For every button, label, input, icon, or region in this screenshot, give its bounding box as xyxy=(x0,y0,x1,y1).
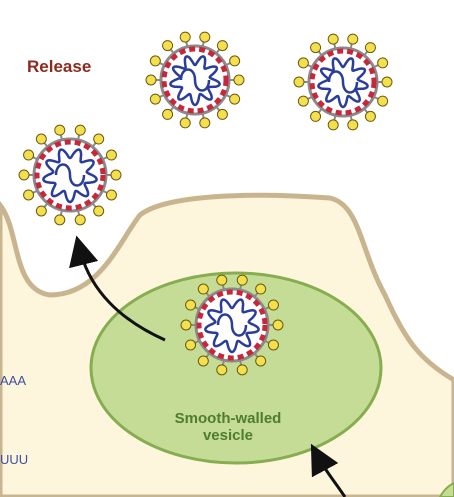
neighbouring-organelle xyxy=(438,481,454,497)
incoming-arrow-icon xyxy=(310,443,347,497)
vesicle-label-line-2: vesicle xyxy=(202,427,254,444)
virion-icon xyxy=(293,33,393,131)
vesicle-label-line-1: Smooth-walled xyxy=(174,410,282,427)
virion-group xyxy=(18,31,393,376)
poly-a-fragment: AAA xyxy=(0,373,27,388)
vesicle-label: Smooth-walled vesicle xyxy=(143,410,313,444)
virion-icon xyxy=(145,31,245,129)
poly-u-fragment: UUU xyxy=(0,452,29,467)
release-label: Release xyxy=(27,57,92,76)
vesicle xyxy=(89,271,383,465)
virion-icon xyxy=(18,124,122,226)
release-arrow-icon xyxy=(69,235,166,342)
virion-icon xyxy=(180,274,284,376)
